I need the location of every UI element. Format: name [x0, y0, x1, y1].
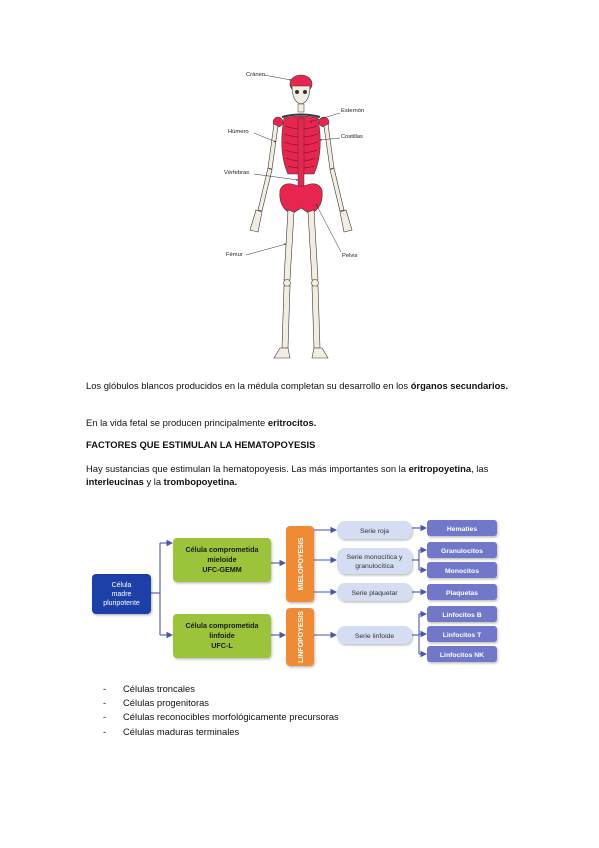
- list-item: -Células troncales: [103, 683, 195, 694]
- label-craneo: Cráneo: [246, 72, 265, 78]
- monocitos-box: [427, 562, 497, 578]
- linfopoyesis-bar: [286, 608, 314, 666]
- serie-roja-box: [337, 521, 412, 539]
- list-item: -Células maduras terminales: [103, 725, 240, 737]
- stem-line-3: pluripotente: [103, 600, 140, 607]
- linfopoyesis-label: LINFOPOYESIS: [298, 611, 305, 663]
- linfocitos-b-box: [427, 606, 497, 622]
- linfocitos-nk-label: Linfocitos NK: [440, 652, 484, 659]
- serie-roja-label: Serie roja: [360, 528, 389, 535]
- serie-linfoide-label: Serie linfoide: [355, 633, 395, 640]
- paragraph-fetal: En la vida fetal se producen principalme…: [86, 417, 317, 428]
- myeloid-line-3: UFC-GEMM: [202, 565, 242, 574]
- section-heading: FACTORES QUE ESTIMULAN LA HEMATOPOYESIS: [86, 439, 316, 450]
- label-pelvis: Pelvis: [342, 253, 358, 259]
- plaquetas-label: Plaquetas: [446, 590, 478, 597]
- lymphoid-cell-box: [173, 614, 271, 658]
- cell-stage-list: -Células troncales -Células progenitoras…: [103, 682, 339, 739]
- stem-cell-box: [92, 574, 151, 614]
- plaquetas-box: [427, 584, 497, 600]
- linfocitos-t-label: Linfocitos T: [443, 632, 482, 639]
- serie-monocitica-label-2: granulocítica: [355, 563, 394, 570]
- hematopoiesis-diagram: Célula madre pluripotente Célula comprom…: [92, 520, 497, 666]
- myeloid-line-1: Célula comprometida: [185, 545, 259, 554]
- lymphoid-line-2: linfoide: [209, 631, 235, 640]
- serie-plaquetar-box: [337, 583, 412, 601]
- paragraph-factors: Hay sustancias que estimulan la hematopo…: [86, 463, 489, 487]
- serie-monocitica-label-1: Serie monocítica y: [347, 554, 404, 561]
- paragraph-leucocytes: Los glóbulos blancos producidos en la mé…: [86, 380, 509, 391]
- myeloid-line-2: mieloide: [207, 555, 236, 564]
- serie-linfoide-box: [337, 626, 412, 644]
- lymphoid-line-3: UFC-L: [211, 641, 233, 650]
- label-costillas: Costillas: [341, 134, 363, 140]
- granulocitos-label: Granulocitos: [441, 548, 483, 555]
- monocitos-label: Monocitos: [445, 568, 479, 575]
- list-item: -Células reconocibles morfológicamente p…: [103, 711, 339, 723]
- serie-monocitica-box: [337, 548, 412, 574]
- label-humero: Húmero: [228, 129, 249, 135]
- myeloid-cell-box: [173, 538, 271, 582]
- granulocitos-box: [427, 542, 497, 558]
- mielopoyesis-label: MIELOPOYESIS: [298, 537, 305, 590]
- mielopoyesis-bar: [286, 526, 314, 602]
- linfocitos-b-label: Linfocitos B: [442, 612, 481, 619]
- label-femur: Fémur: [226, 252, 243, 258]
- hematies-box: [427, 520, 497, 536]
- label-esternon: Esternón: [341, 108, 364, 114]
- linfocitos-t-box: [427, 626, 497, 642]
- skull-face: [291, 85, 311, 105]
- hematies-label: Hematíes: [447, 526, 477, 533]
- skeleton-figure: Cráneo Esternón Húmero Costillas Vértebr…: [224, 72, 364, 359]
- lymphoid-line-1: Célula comprometida: [185, 621, 259, 630]
- stem-line-2: madre: [112, 591, 132, 598]
- list-item: -Células progenitoras: [103, 697, 209, 709]
- stem-line-1: Célula: [112, 582, 132, 589]
- pelvis: [279, 183, 323, 215]
- linfocitos-nk-box: [427, 646, 497, 662]
- label-vertebras: Vértebras: [224, 170, 249, 176]
- serie-plaquetar-label: Serie plaquetar: [351, 590, 398, 597]
- spine: [297, 117, 305, 189]
